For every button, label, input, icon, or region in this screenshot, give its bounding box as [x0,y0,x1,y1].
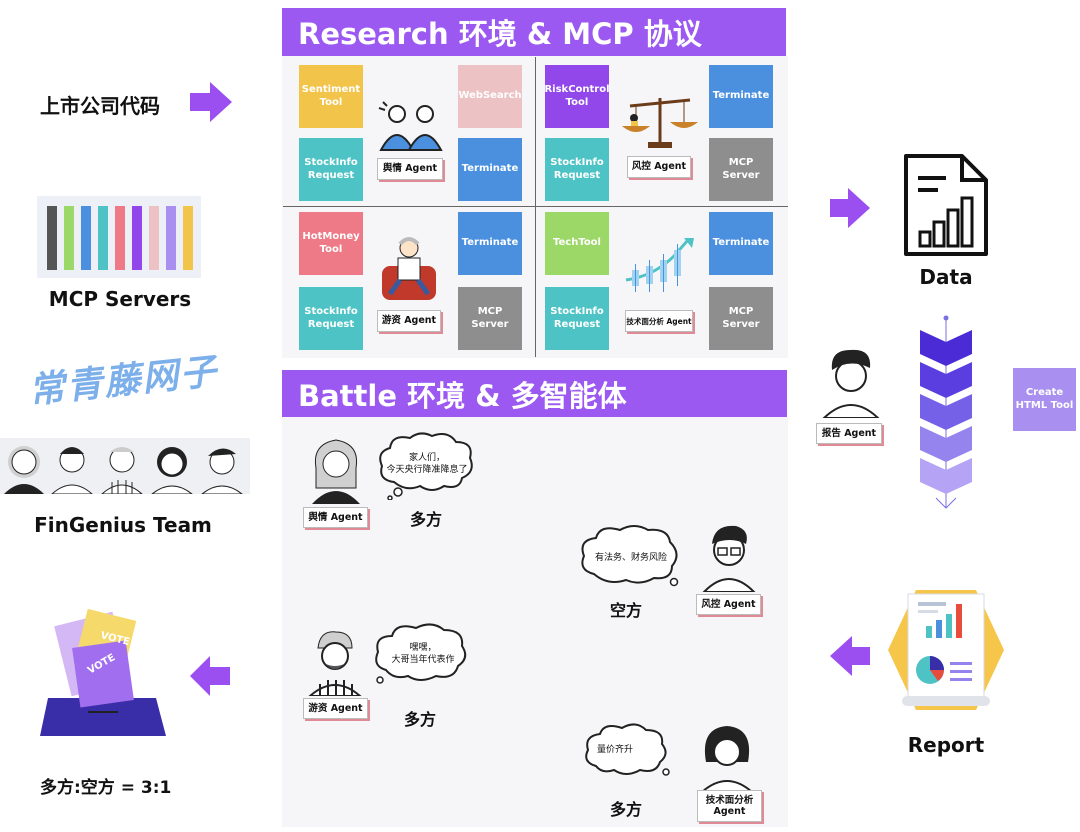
stock-code-label: 上市公司代码 [40,94,160,118]
hotmoney-tool-tile: HotMoney Tool [299,212,363,275]
report-agent-tag: 报告 Agent [816,423,882,444]
terminate-tile-q4: Terminate [709,212,773,275]
mcp-server-bar [81,206,91,270]
stockinfo-request-tile-q4: StockInfo Request [545,287,609,350]
vote-result: 多方:空方 = 3:1 [40,778,172,798]
data-label: Data [919,265,973,289]
speech-cloud-3 [375,623,467,684]
research-divider-h [283,206,788,207]
report-agent-avatar [822,349,880,418]
watermark: 常青藤网子 [26,351,221,412]
sentiment-stance: 多方 [410,510,443,529]
team-avatar-2-icon [50,447,94,495]
mcp-server-bar [149,206,159,270]
battle-risk-agent-tag: 风控 Agent [696,594,761,615]
team-avatar-5-icon [200,448,244,495]
team-avatar-4-icon [150,447,194,495]
mcp-server-bar [132,206,142,270]
speech-cloud-2 [581,525,679,587]
techtool-tile: TechTool [545,212,609,275]
sentiment-agent-icon [378,101,443,151]
speech-cloud-4 [585,723,670,776]
mcp-server-bar [47,206,57,270]
risk-bubble-text: 有法务、财务风险 [594,553,667,563]
flow-chevrons-icon [920,315,972,509]
websearch-tile: WebSearch [458,65,522,128]
stockinfo-request-tile-q3: StockInfo Request [299,287,363,350]
speech-cloud-1 [379,432,473,500]
mcp-server-tile-q2: MCP Server [709,138,773,201]
create-html-tool-tile: Create HTML Tool [1013,368,1076,431]
mcp-server-bar [115,206,125,270]
hotmoney-agent-tag: 游资 Agent [377,310,441,332]
risk-agent-avatar [702,525,756,592]
report-document-icon [888,590,1004,710]
mcp-server-tile-q4: MCP Server [709,287,773,350]
terminate-tile-q1: Terminate [458,138,522,201]
team-avatar-3-icon [100,447,144,495]
arrow-right-data-icon [830,188,870,228]
stockinfo-request-tile-q1: StockInfo Request [299,138,363,201]
research-divider-v [535,57,536,357]
sentiment-tool-tile: Sentiment Tool [299,65,363,128]
mcp-server-bar [183,206,193,270]
team-avatars [0,438,250,495]
arrow-right-icon [190,82,232,122]
hotmoney-agent-icon [382,237,436,300]
mcp-server-tile-q3: MCP Server [458,287,522,350]
risk-stance: 空方 [610,601,643,620]
candlestick-chart-icon [625,238,694,292]
mcp-server-bar [98,206,108,270]
terminate-tile-q2: Terminate [709,65,773,128]
sentiment-bubble-text: 家人们， 今天央行降准降息了 [386,453,468,476]
report-label: Report [907,733,985,757]
battle-hotmoney-agent-tag: 游资 Agent [303,698,368,719]
arrow-left-icon [190,656,230,696]
terminate-tile-q3: Terminate [458,212,522,275]
scale-icon [622,98,698,148]
arrow-left-report-icon [830,636,870,676]
battle-sentiment-agent-tag: 舆情 Agent [303,507,368,528]
sentiment-agent-tag: 舆情 Agent [377,158,443,180]
risk-agent-tag: 风控 Agent [627,156,691,178]
tech-stance: 多方 [610,800,643,819]
vote-box-icon: VOTE VOTE [40,608,166,736]
hotmoney-bubble-text: 嘿嘿， 大哥当年代表作 [391,643,455,666]
tech-agent-tag: 技术面分析 Agent [625,310,693,332]
battle-panel [282,417,788,827]
mcp-servers-label: MCP Servers [48,287,192,311]
mcp-server-bar [166,206,176,270]
mcp-servers-icon [37,196,201,278]
tech-agent-avatar [700,726,754,792]
team-label: FinGenius Team [34,513,212,537]
data-document-icon [904,154,988,256]
research-title: Research 环境 & MCP 协议 [282,8,786,56]
stockinfo-request-tile-q2: StockInfo Request [545,138,609,201]
battle-title: Battle 环境 & 多智能体 [282,370,787,417]
sentiment-agent-avatar [312,439,360,504]
team-avatar-1-icon [4,446,44,494]
riskcontrol-tool-tile: RiskControl Tool [544,65,610,128]
mcp-server-bar [64,206,74,270]
hotmoney-stance: 多方 [404,710,437,729]
battle-tech-agent-tag: 技术面分析 Agent [697,790,762,822]
hotmoney-agent-avatar [308,631,362,696]
tech-bubble-text: 量价齐升 [596,745,633,755]
